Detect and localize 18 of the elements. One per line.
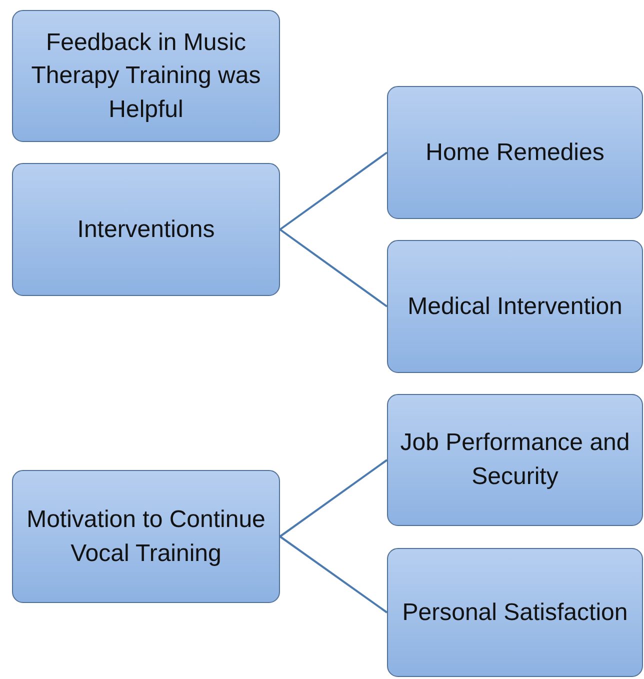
box-text: Medical Intervention — [408, 292, 622, 322]
topic-box — [387, 86, 643, 219]
box-text: Feedback in Music Therapy Training was Helpful — [30, 28, 262, 125]
topic-box — [387, 394, 643, 526]
topic-box — [387, 548, 643, 677]
connector-line — [279, 152, 388, 230]
connector-line — [279, 536, 388, 614]
box-text: Job Performance and Security — [399, 428, 631, 492]
topic-box — [12, 470, 280, 603]
topic-box — [387, 240, 643, 373]
topic-box — [12, 10, 280, 142]
topic-box — [12, 163, 280, 296]
box-text: Personal Satisfaction — [402, 598, 628, 628]
connector-line — [279, 228, 388, 308]
connector-line — [279, 459, 388, 538]
box-text: Interventions — [77, 214, 215, 245]
box-text: Home Remedies — [426, 138, 604, 168]
box-text: Motivation to Continue Vocal Training — [26, 504, 266, 568]
